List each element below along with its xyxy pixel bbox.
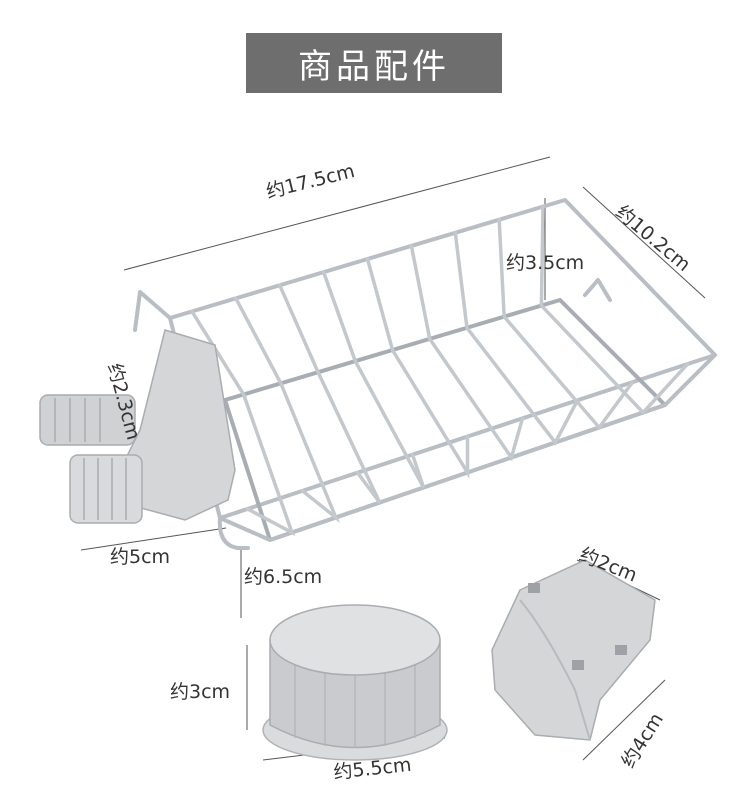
depth-label: 约3.5cm	[506, 252, 585, 274]
basket-cross-wires	[190, 204, 690, 537]
basket-rib	[453, 231, 580, 446]
clamp-length-dimension-line	[80, 527, 227, 551]
clip-slot	[615, 645, 627, 655]
basket-rib	[234, 296, 341, 524]
knob-grooves	[294, 660, 416, 748]
tightening-knob	[262, 604, 448, 761]
basket-rib	[190, 309, 296, 537]
basket-rib	[539, 204, 690, 416]
clamp-upper-ridges	[54, 398, 101, 442]
basket-right-raised-rail	[583, 278, 612, 302]
clamp-lower-teeth	[69, 454, 143, 524]
hook-height-label: 约6.5cm	[244, 566, 323, 588]
clip-slot	[528, 583, 540, 593]
basket-rib	[409, 244, 525, 462]
basket-hook	[217, 516, 250, 550]
basket-left-raised-rail	[133, 290, 172, 332]
basket-rib	[321, 270, 426, 489]
clamp-lower-ridges	[83, 458, 127, 520]
clamp-upper-teeth	[39, 394, 136, 446]
faucet-clamp	[39, 329, 236, 524]
basket-rib	[365, 257, 470, 479]
clip-length-dimension-line	[582, 679, 666, 761]
width-dimension-line	[582, 186, 706, 299]
basket-rib	[497, 217, 635, 431]
page-title: 商品配件	[298, 46, 450, 87]
knob-top	[269, 604, 441, 676]
length-dimension-line	[123, 156, 551, 271]
title-banner: 商品配件	[246, 33, 502, 93]
clip-inner-curve	[519, 599, 591, 741]
basket-rib	[277, 283, 382, 504]
clamp-length-label: 约5cm	[110, 546, 171, 568]
basket-bottom-frame	[223, 298, 667, 542]
clip-bracket	[491, 559, 656, 741]
knob-height-label: 约3cm	[170, 681, 231, 703]
clip-slot	[572, 660, 584, 670]
